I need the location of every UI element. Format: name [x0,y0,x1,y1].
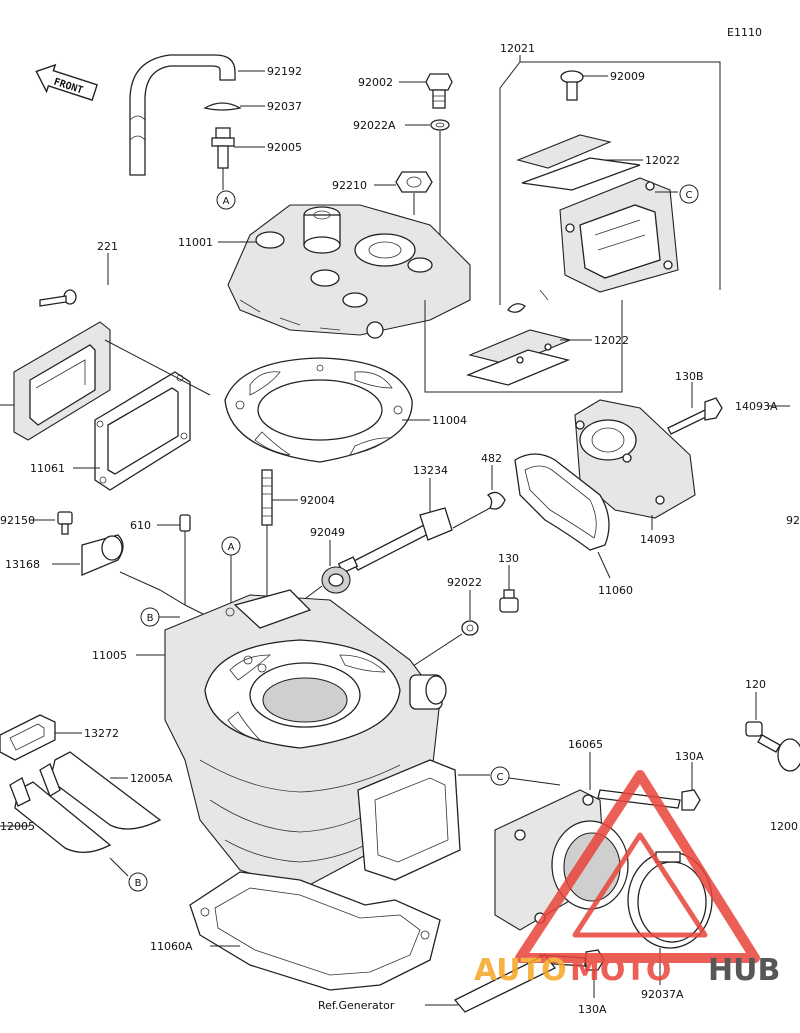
watermark-part1: AUTO [474,953,567,988]
part-label-14093A: 14093A [735,400,778,413]
part-label-16065: 16065 [568,738,603,751]
hose-fitting [211,127,235,169]
part-label-221: 221 [97,240,118,253]
part-label-92037: 92037 [267,100,302,113]
part-label-92022: 92022 [447,576,482,589]
part-label-12022-bottom: 12022 [594,334,629,347]
part-label-92002: 92002 [358,76,393,89]
bolt-130B [667,397,723,435]
cover-14093 [574,399,696,519]
reed-block [559,177,679,293]
washer-92022 [461,620,479,636]
stud-92004 [261,469,273,526]
reed-petal-12022-bottom [465,329,572,386]
nut-92210 [395,171,433,193]
part-label-92049: 92049 [310,526,345,539]
intake-manifold-16065 [494,789,629,931]
head-gasket-11004 [224,357,413,463]
cover-plate [13,321,111,441]
reed-plate-13272 [0,714,56,761]
group-bracket-12021 [499,61,721,290]
hose-clamp [203,102,242,111]
ref-generator-label: Ref.Generator [318,999,395,1012]
breather-hose [129,54,236,176]
base-gasket-11060A [189,871,441,991]
front-arrow-icon: FRONT [35,63,98,101]
part-label-92192: 92192 [267,65,302,78]
part-label-610: 610 [130,519,151,532]
holder-13168 [81,534,124,576]
reed-clip [507,303,526,313]
part-label-130A-top: 130A [675,750,704,763]
part-label-11004: 11004 [432,414,467,427]
part-label-92004: 92004 [300,494,335,507]
svg-text:A: A [228,542,235,553]
bolt-120 [745,721,800,772]
rod-13234 [337,507,453,574]
part-label-482: 482 [481,452,502,465]
svg-text:A: A [223,196,230,207]
part-label-11001: 11001 [178,236,213,249]
callout-c-bottom [490,766,510,786]
screw-221 [39,289,77,307]
clip-482 [486,491,506,510]
callout-c-top [679,184,699,204]
part-label-92009: 92009 [610,70,645,83]
gasket-11061 [94,371,191,491]
screw-92009 [560,70,584,101]
dowel-pin-610 [179,514,191,532]
svg-text:C: C [497,772,504,783]
part-label-92037A: 92037A [641,988,684,1001]
part-label-13234: 13234 [413,464,448,477]
diagram-code: E1110 [727,26,762,39]
callout-a-top [216,190,236,210]
watermark-triangle-icon [515,770,760,963]
part-label-12005: 12005 [0,820,35,833]
reed-stopper-12022-top [516,134,641,191]
part-label-13168: 13168 [5,558,40,571]
part-label-92005: 92005 [267,141,302,154]
oil-seal-92049 [321,566,351,594]
callout-b-bottom [128,872,148,892]
generator-ref-part [453,954,557,1013]
part-label-130A-bottom: 130A [578,1003,607,1016]
reed-valve-12005 [9,777,112,853]
reed-valve-12005A [39,751,162,830]
part-label-12021: 12021 [500,42,535,55]
part-label-92210: 92210 [332,179,367,192]
part-label-130: 130 [498,552,519,565]
part-label-120: 120 [745,678,766,691]
part-label-1200-edge: 1200 [770,820,798,833]
svg-text:C: C [686,190,693,201]
bolt-92002 [425,73,453,109]
gasket-11060 [514,453,610,551]
part-label-12022-top: 12022 [645,154,680,167]
part-label-11061: 11061 [30,462,65,475]
bolt-130 [499,589,519,613]
washer-92022A [430,119,450,131]
part-label-92150: 92150 [0,514,35,527]
watermark-part2: MOTO [570,953,671,988]
bolt-92150 [57,511,73,535]
part-label-11060: 11060 [598,584,633,597]
svg-text:B: B [135,878,142,889]
reed-cage-gasket [357,759,461,881]
intake-clamp-92037A [627,851,713,949]
automotohub-watermark: AUTO MOTO HUB [474,770,780,988]
part-label-14093: 14093 [640,533,675,546]
part-label-11060A: 11060A [150,940,193,953]
part-label-92-edge: 92 [786,514,800,527]
watermark-part3: HUB [708,953,780,988]
part-label-130B: 130B [675,370,704,383]
part-label-11005: 11005 [92,649,127,662]
cylinder-head-11001 [227,204,471,339]
part-label-13272: 13272 [84,727,119,740]
svg-text:B: B [147,613,154,624]
part-label-92022A: 92022A [353,119,396,132]
part-label-12005A: 12005A [130,772,173,785]
